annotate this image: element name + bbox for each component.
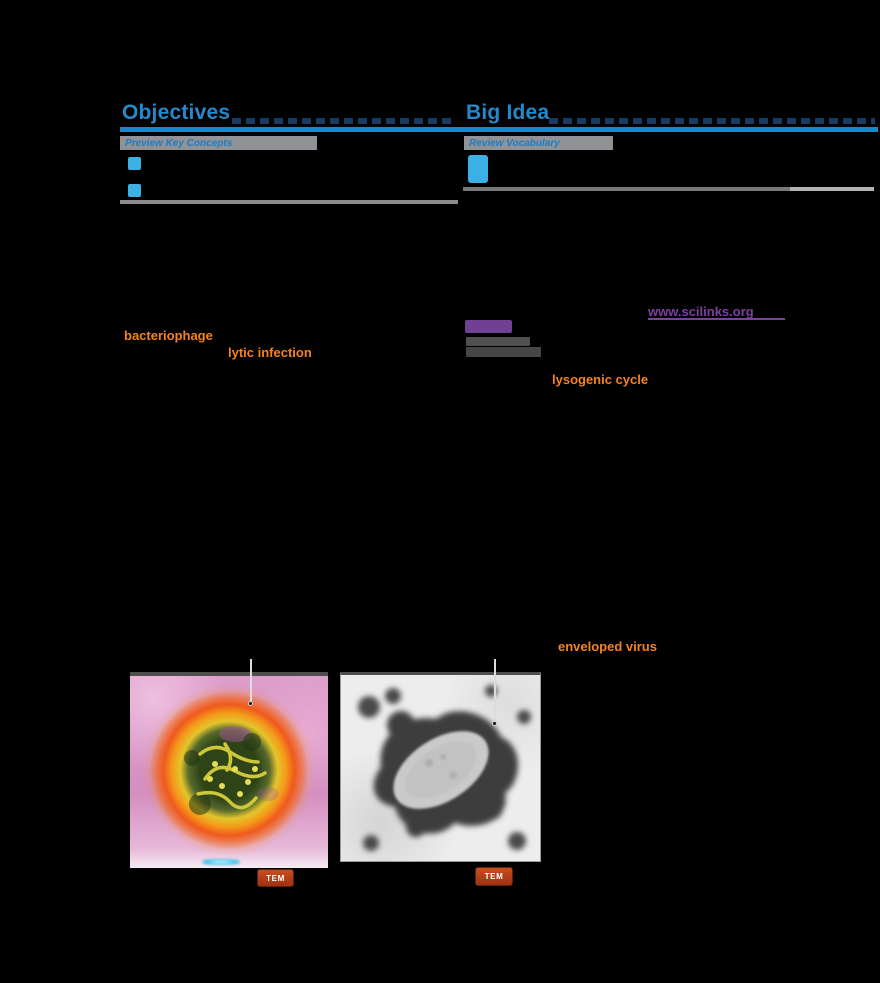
right-band-label: Review Vocabulary bbox=[469, 137, 560, 149]
figure-grayscale-tem bbox=[340, 672, 541, 862]
cyan-pointer-mark bbox=[202, 859, 240, 865]
resource-link[interactable]: www.scilinks.org bbox=[648, 304, 754, 319]
figure-pointer-dot bbox=[248, 701, 253, 706]
header-rule bbox=[120, 127, 878, 132]
virus-strands-art bbox=[184, 726, 279, 815]
right-divider-rule bbox=[463, 187, 790, 191]
resource-link-underline bbox=[648, 318, 785, 320]
left-column-title: Objectives bbox=[122, 101, 231, 124]
objective-bullet-icon bbox=[128, 184, 141, 197]
vocabulary-text-bar bbox=[466, 337, 530, 346]
left-band: Preview Key Concepts bbox=[120, 136, 317, 150]
virus-grayscale-art bbox=[358, 685, 531, 851]
dashed-rule-right bbox=[549, 118, 875, 124]
objective-bullet-icon bbox=[128, 157, 141, 170]
key-term: lysogenic cycle bbox=[552, 372, 649, 387]
tem-badge: TEM bbox=[475, 867, 513, 886]
tem-badge: TEM bbox=[257, 869, 294, 887]
figure-pointer-dot bbox=[492, 721, 497, 726]
big-idea-bullet-icon bbox=[468, 155, 488, 183]
figure-colored-tem bbox=[130, 672, 328, 868]
key-term: lytic infection bbox=[228, 345, 312, 360]
figure-pointer-line bbox=[494, 659, 496, 723]
right-divider-rule-light bbox=[790, 187, 874, 191]
key-term: enveloped virus bbox=[558, 639, 657, 654]
right-band: Review Vocabulary bbox=[464, 136, 613, 150]
right-column-title: Big Idea bbox=[466, 101, 550, 124]
left-divider-rule bbox=[120, 200, 458, 204]
key-term: bacteriophage bbox=[124, 328, 213, 343]
left-band-label: Preview Key Concepts bbox=[125, 137, 233, 149]
vocabulary-text-bar bbox=[466, 347, 541, 357]
dashed-rule-left bbox=[232, 118, 456, 124]
figure-pointer-line bbox=[250, 659, 252, 703]
vocabulary-chip bbox=[465, 320, 512, 333]
